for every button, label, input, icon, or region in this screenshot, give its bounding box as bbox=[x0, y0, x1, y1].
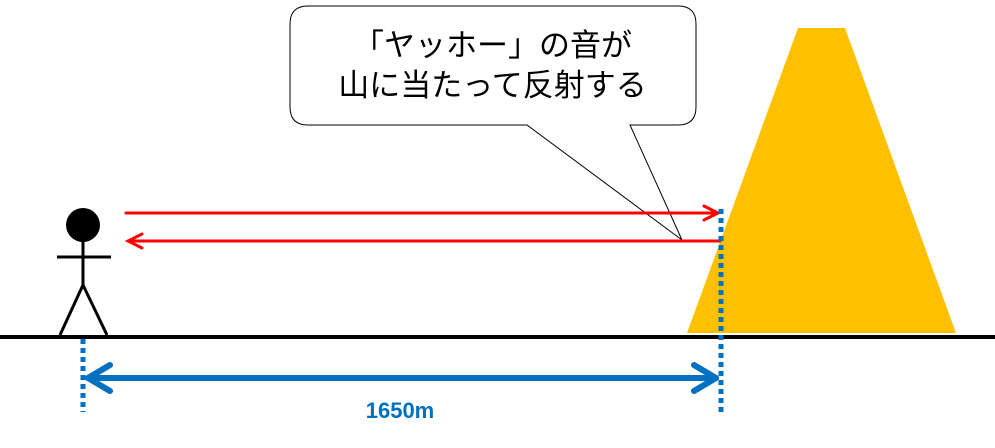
speech-bubble bbox=[289, 5, 697, 242]
sound-arrow-outgoing bbox=[124, 204, 722, 222]
speech-bubble-line-2: 山に当たって反射する bbox=[338, 68, 647, 104]
distance-arrow bbox=[85, 362, 719, 394]
speech-bubble-line-1: 「ヤッホー」の音が bbox=[353, 28, 632, 64]
sound-arrow-reflected bbox=[124, 232, 722, 250]
speech-bubble-text: 「ヤッホー」の音が 山に当たって反射する bbox=[290, 26, 695, 106]
mountain-shape bbox=[687, 28, 956, 333]
distance-label: 1650m bbox=[365, 398, 435, 423]
person-icon bbox=[57, 208, 111, 336]
